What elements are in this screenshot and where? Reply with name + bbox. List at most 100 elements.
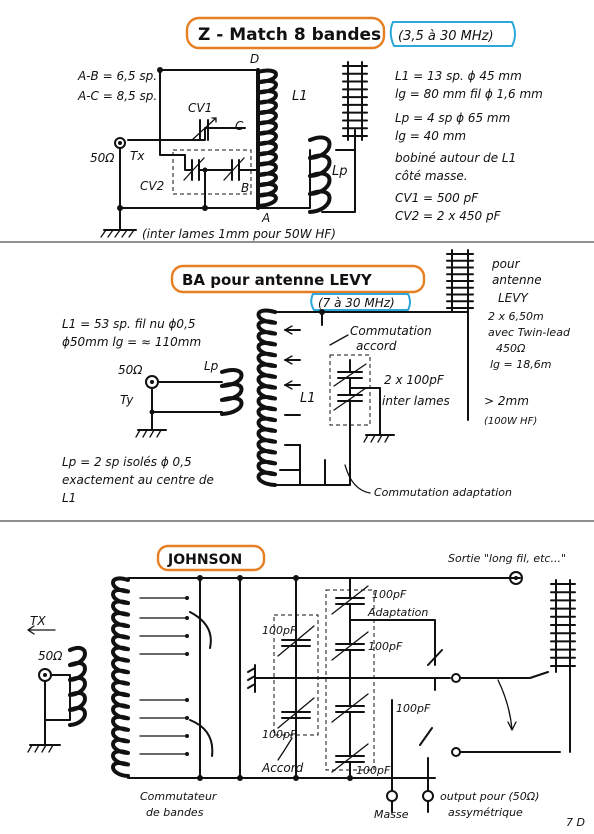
section-levy: BA pour antenne LEVY (7 à 30 MHz) L1 = 5… — [62, 249, 571, 505]
label-50ohm: 50Ω — [90, 151, 115, 165]
output-50ohm-connector — [422, 790, 434, 802]
label-l1: L1 — [300, 391, 316, 406]
antenna-spec: avec Twin-lead — [488, 326, 571, 339]
spec-line: ϕ50mm lg = ≈ 110mm — [62, 335, 201, 349]
coil-input-link — [68, 646, 87, 727]
junction-dot — [149, 409, 155, 415]
label-50ohm: 50Ω — [38, 649, 63, 663]
variable-arrow — [191, 117, 217, 141]
gap-note: > 2mm — [484, 394, 529, 408]
coil-taps — [284, 329, 301, 446]
adapt-taps — [279, 444, 326, 486]
ground-wire — [29, 680, 61, 746]
tap-contact — [185, 716, 189, 720]
tap-contact — [185, 734, 189, 738]
cap-label: 100pF — [262, 728, 297, 741]
section-z-match: Z - Match 8 bandes (3,5 à 30 MHz) A-B = … — [77, 16, 543, 241]
switch-adapt — [349, 619, 443, 691]
ladder-line — [347, 61, 363, 141]
capacitor-2x100pf — [337, 359, 363, 421]
spec-notes: L1 = 13 sp. ϕ 45 mm lg = 80 mm fil ϕ 1,6… — [395, 69, 543, 223]
note-line: CV2 = 2 x 450 pF — [395, 209, 502, 223]
coil-winding — [111, 576, 130, 778]
range-highlight — [310, 293, 411, 311]
coupling-arrow — [497, 679, 517, 731]
junction-dot — [197, 775, 203, 781]
wire — [127, 127, 246, 141]
label-a: A — [261, 211, 270, 225]
cap-label: 100pF — [262, 624, 297, 637]
terminal — [451, 747, 461, 757]
section3-title: JOHNSON — [167, 552, 242, 568]
tap-contact — [185, 634, 189, 638]
coil-lp — [220, 368, 244, 416]
junction-dot — [157, 67, 163, 73]
title-highlight — [156, 544, 266, 572]
tap-contact — [185, 616, 189, 620]
note-line: CV1 = 500 pF — [395, 191, 479, 205]
wire — [321, 149, 356, 213]
ladder-rungs — [550, 583, 576, 667]
variable-arrow — [277, 625, 315, 729]
variable-arrow — [183, 157, 245, 181]
note-line: Lp = 4 sp ϕ 65 mm — [395, 111, 510, 125]
pointer-line — [277, 737, 293, 761]
commut-adapt: Commutation adaptation — [374, 486, 512, 499]
tap-contact — [185, 698, 189, 702]
section-johnson: JOHNSON Sortie "long fil, etc..." TX 50Ω… — [27, 544, 585, 829]
antenna-label: pour — [491, 257, 521, 271]
section1-title: Z - Match 8 bandes — [198, 25, 381, 45]
note-line: L1 = 13 sp. ϕ 45 mm — [395, 69, 522, 83]
antenna-spec: lg = 18,6m — [490, 358, 551, 371]
coil-winding — [220, 368, 244, 416]
terminal — [451, 673, 461, 683]
power-note: (100W HF) — [484, 416, 537, 427]
cap-label: 100pF — [372, 588, 407, 601]
title-highlight — [170, 264, 426, 294]
wire — [459, 671, 561, 753]
accord-label: Accord — [261, 761, 304, 775]
label-l1: L1 — [292, 89, 308, 104]
input-arrow — [27, 625, 56, 635]
ground-hatch — [135, 429, 162, 438]
label-cv1: CV1 — [188, 101, 212, 115]
section2-title: BA pour antenne LEVY — [182, 271, 373, 289]
note-line: bobiné autour de L1 — [395, 151, 516, 165]
wire — [335, 129, 356, 151]
wire — [274, 399, 351, 486]
wire — [391, 699, 429, 813]
label-ab: A-B = 6,5 sp. — [77, 69, 157, 83]
lp-note: exactement au centre de — [62, 473, 214, 487]
note-line: lg = 80 mm fil ϕ 1,6 mm — [395, 87, 543, 101]
tap-contact — [185, 596, 189, 600]
commut-bandes: de bandes — [146, 806, 204, 819]
ground-symbol — [247, 664, 256, 693]
masse-label: Masse — [374, 808, 409, 821]
cap-gang-box — [329, 354, 371, 426]
pointer-line — [344, 464, 371, 494]
tap-contact — [185, 652, 189, 656]
masse-connector — [386, 790, 398, 802]
title-highlight — [185, 16, 386, 50]
antenna-spec: 450Ω — [496, 342, 526, 355]
junction-dot — [319, 309, 325, 315]
output-label: Sortie "long fil, etc..." — [448, 552, 566, 565]
label-cv2: CV2 — [140, 179, 164, 193]
junction-dot — [293, 775, 299, 781]
label-50ohm: 50Ω — [118, 363, 143, 377]
ground-hatch — [27, 744, 54, 753]
commut-bandes: Commutateur — [140, 790, 218, 803]
wire — [184, 154, 193, 171]
coil-winding — [256, 68, 278, 208]
junction-dot — [237, 575, 243, 581]
coil-winding — [308, 135, 332, 214]
section2-range: (7 à 30 MHz) — [318, 296, 395, 310]
output-note: output pour (50Ω) — [440, 790, 539, 803]
label-d: D — [250, 52, 259, 66]
label-c: C — [235, 119, 244, 133]
cv2-gang-box — [172, 149, 252, 195]
ground-hatch — [363, 434, 390, 443]
label-ty: Ty — [120, 393, 134, 407]
ground-hatch — [100, 229, 135, 238]
